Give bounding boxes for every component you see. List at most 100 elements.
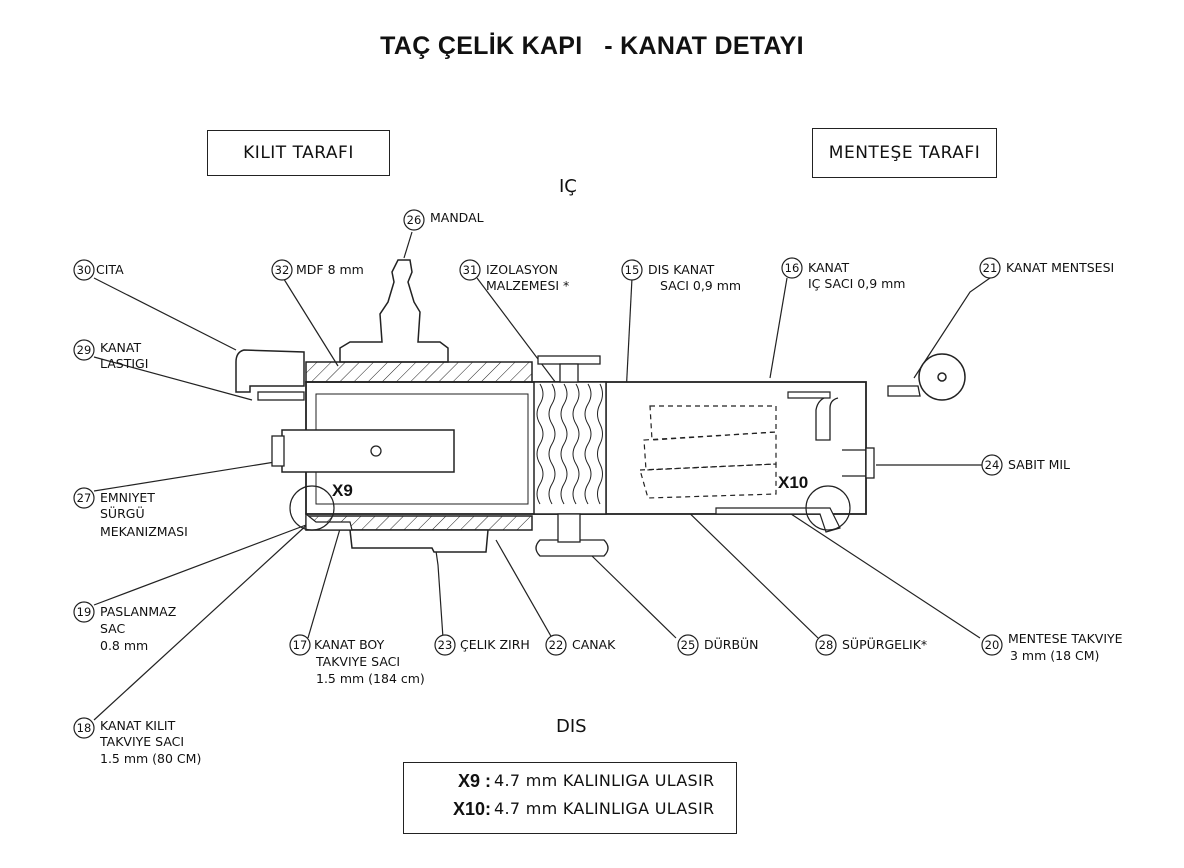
callout-15: 15 DIS KANAT SACI 0,9 mm [621,259,741,293]
hinge-side-return [815,395,839,441]
note-text: 4.7 mm KALINLIGA ULASIR [494,799,715,818]
safety-bolt [281,429,455,473]
note-key: X10: [452,799,491,819]
insulation-waves [536,383,603,505]
svg-text:20: 20 [985,638,1000,652]
mdf-panel [305,361,533,383]
callout-16: 16 KANAT IÇ SACI 0,9 mm [781,257,905,291]
lock-side-label: KILIT TARAFI [243,143,354,163]
svg-text:KANAT MENTSESI: KANAT MENTSESI [1006,260,1114,275]
lock-side-trim [235,349,305,393]
svg-text:LASTIGI: LASTIGI [100,356,148,371]
callout-26: 26 MANDAL [403,209,484,231]
callout-20: 20 MENTESE TAKVIYE 3 mm (18 CM) [981,631,1123,663]
lock-cup [349,529,489,553]
svg-text:24: 24 [985,458,1000,472]
x9-detail-circle [289,485,335,531]
callout-18: 18 KANAT KILIT TAKVIYE SACI 1.5 mm (80 C… [73,717,201,766]
svg-text:30: 30 [77,263,92,277]
peephole-inner-cap [537,355,601,365]
callout-25: 25 DÜRBÜN [677,634,759,656]
svg-text:MDF 8 mm: MDF 8 mm [296,262,364,277]
svg-text:KANAT KILIT: KANAT KILIT [100,718,176,733]
insulation-block [533,381,607,515]
svg-text:1.5 mm (184 cm): 1.5 mm (184 cm) [316,671,425,686]
x10-marker: X10 [778,473,808,492]
svg-text:29: 29 [77,343,92,357]
svg-text:IZOLASYON: IZOLASYON [486,262,558,277]
svg-text:1.5 mm (80 CM): 1.5 mm (80 CM) [100,751,201,766]
svg-text:CITA: CITA [96,262,124,277]
svg-text:PASLANMAZ: PASLANMAZ [100,604,176,619]
svg-text:TAKVIYE SACI: TAKVIYE SACI [99,734,184,749]
svg-text:DÜRBÜN: DÜRBÜN [704,636,759,652]
svg-text:18: 18 [77,721,92,735]
callout-31: 31 IZOLASYON MALZEMESI * [459,259,569,293]
note-key: X9 : [457,771,491,791]
peephole-body [557,513,581,543]
svg-text:MENTESE TAKVIYE: MENTESE TAKVIYE [1008,631,1123,646]
svg-text:26: 26 [407,213,422,227]
svg-text:27: 27 [77,491,92,505]
callout-17: 17 KANAT BOY TAKVIYE SACI 1.5 mm (184 cm… [289,634,425,686]
bolt-pin [370,445,382,457]
thickness-note-box: X9 : 4.7 mm KALINLIGA ULASIR X10: 4.7 mm… [403,762,737,834]
x10-detail-circle [805,485,851,531]
callout-27: 27 EMNIYET SÜRGÜ MEKANIZMASI [73,487,188,539]
note-text: 4.7 mm KALINLIGA ULASIR [494,771,715,790]
svg-text:0.8 mm: 0.8 mm [100,638,148,653]
svg-text:MANDAL: MANDAL [430,210,484,225]
door-gasket [257,391,305,401]
svg-text:ÇELIK ZIRH: ÇELIK ZIRH [460,637,530,652]
svg-text:KANAT BOY: KANAT BOY [314,637,385,652]
x9-marker: X9 [332,481,353,500]
inside-label: IÇ [559,176,577,197]
hinge [918,353,966,401]
svg-text:SACI 0,9 mm: SACI 0,9 mm [660,278,741,293]
svg-text:16: 16 [785,261,800,275]
callout-19: 19 PASLANMAZ SAC 0.8 mm [73,601,176,653]
svg-text:19: 19 [77,605,92,619]
svg-text:22: 22 [549,638,564,652]
svg-text:MALZEMESI *: MALZEMESI * [486,278,569,293]
bolt-tip [271,435,285,467]
callout-23: 23 ÇELIK ZIRH [434,634,530,656]
callout-24: 24 SABIT MIL [981,454,1070,476]
peephole-sleeve [559,363,579,383]
svg-text:SÜPÜRGELIK*: SÜPÜRGELIK* [842,636,927,652]
svg-text:15: 15 [625,263,640,277]
svg-text:31: 31 [463,263,478,277]
callout-30: 30 CITA [73,259,124,281]
svg-text:EMNIYET: EMNIYET [100,490,155,505]
svg-text:21: 21 [983,261,998,275]
hinge-reinforcement-top [787,391,831,399]
svg-text:32: 32 [275,263,290,277]
callout-29: 29 KANAT LASTIGI [73,339,148,371]
hinge-reinforcement [715,507,841,533]
svg-text:TAKVIYE SACI: TAKVIYE SACI [315,654,400,669]
svg-text:3 mm (18 CM): 3 mm (18 CM) [1010,648,1099,663]
svg-text:KANAT: KANAT [808,260,849,275]
door-sweep [639,405,777,499]
svg-text:SABIT MIL: SABIT MIL [1008,457,1070,472]
hinge-side-label: MENTEŞE TARAFI [828,143,981,163]
lock-side-label-box: KILIT TARAFI [207,130,390,176]
hinge-plate [887,385,921,397]
svg-text:17: 17 [293,638,308,652]
svg-text:CANAK: CANAK [572,637,616,652]
page-title: TAÇ ÇELİK KAPI - KANAT DETAYI [380,32,804,60]
svg-text:KANAT: KANAT [100,340,141,355]
svg-text:25: 25 [681,638,696,652]
svg-text:DIS KANAT: DIS KANAT [648,262,715,277]
peephole-lens [535,539,609,557]
callout-32: 32 MDF 8 mm [271,259,364,281]
fixed-pin [865,447,875,479]
svg-text:SAC: SAC [100,621,125,636]
svg-text:IÇ SACI 0,9 mm: IÇ SACI 0,9 mm [808,276,905,291]
leader-lines [93,231,991,721]
callout-22: 22 CANAK [545,634,616,656]
callout-28: 28 SÜPÜRGELIK* [815,634,927,656]
outside-label: DIS [556,716,587,737]
svg-text:MEKANIZMASI: MEKANIZMASI [100,524,188,539]
